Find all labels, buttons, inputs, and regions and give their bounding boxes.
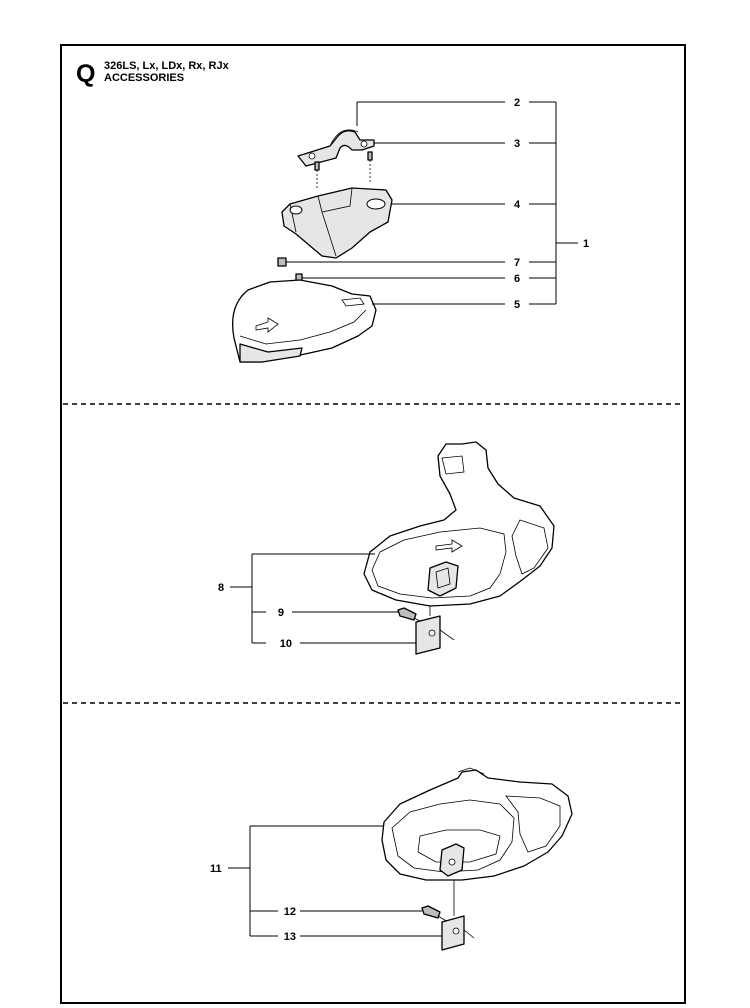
part-13-plate xyxy=(441,880,475,951)
callout-8: 8 xyxy=(218,582,224,594)
callout-12: 12 xyxy=(284,906,296,918)
part-5-guard xyxy=(231,279,377,363)
guard-b-assembly: 11 12 13 xyxy=(210,767,573,951)
callout-11: 11 xyxy=(210,863,222,875)
guard-a-leaders xyxy=(230,553,416,644)
callout-6: 6 xyxy=(514,273,520,285)
section-title: ACCESSORIES xyxy=(104,72,184,84)
guard-a-assembly: 8 9 10 xyxy=(218,441,555,655)
section-letter: Q xyxy=(76,60,95,88)
callout-9: 9 xyxy=(278,607,284,619)
guard-b-leaders xyxy=(228,825,442,937)
callout-13: 13 xyxy=(284,931,296,943)
part-12-bolt xyxy=(421,905,449,923)
mount-leaders xyxy=(286,101,578,305)
mount-assembly: 1 2 3 4 7 6 5 xyxy=(231,97,589,363)
part-8-guard xyxy=(363,441,555,607)
diagram-frame xyxy=(60,44,686,1004)
callout-1: 1 xyxy=(583,238,589,250)
part-3-screws xyxy=(314,151,373,188)
part-4-holder xyxy=(281,187,393,259)
part-7-nut xyxy=(277,257,287,267)
callout-5: 5 xyxy=(514,299,520,311)
callout-3: 3 xyxy=(514,138,520,150)
callout-7: 7 xyxy=(514,257,520,269)
model-list: 326LS, Lx, LDx, Rx, RJx xyxy=(104,60,230,72)
part-10-plate xyxy=(415,606,455,655)
part-11-guard xyxy=(381,767,573,881)
callout-2: 2 xyxy=(514,97,520,109)
callout-10: 10 xyxy=(280,638,292,650)
callout-4: 4 xyxy=(514,199,521,211)
part-2-clamp xyxy=(297,129,375,167)
